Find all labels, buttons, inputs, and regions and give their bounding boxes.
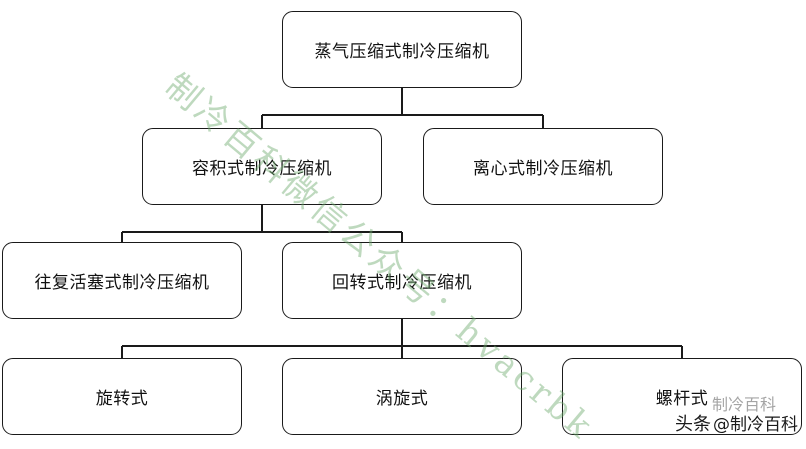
- connector-root: [261, 88, 544, 128]
- brand-watermark: 头条@制冷百科: [675, 410, 798, 436]
- node-reciprocating: 往复活塞式制冷压缩机: [2, 242, 242, 319]
- node-root: 蒸气压缩式制冷压缩机: [282, 11, 522, 88]
- node-positive-displacement: 容积式制冷压缩机: [142, 128, 382, 205]
- node-scroll: 涡旋式: [282, 358, 522, 435]
- brand-prefix: 头条: [675, 414, 711, 435]
- connector-rotary: [121, 319, 683, 358]
- brand-ghost-text: 制冷百科: [711, 395, 776, 414]
- node-rolling-piston: 旋转式: [2, 358, 242, 435]
- connector-positive: [121, 205, 403, 242]
- node-centrifugal: 离心式制冷压缩机: [423, 128, 663, 205]
- node-rotary: 回转式制冷压缩机: [282, 242, 522, 319]
- brand-handle: @制冷百科: [713, 415, 798, 435]
- node-screw: 螺杆式: [562, 358, 802, 435]
